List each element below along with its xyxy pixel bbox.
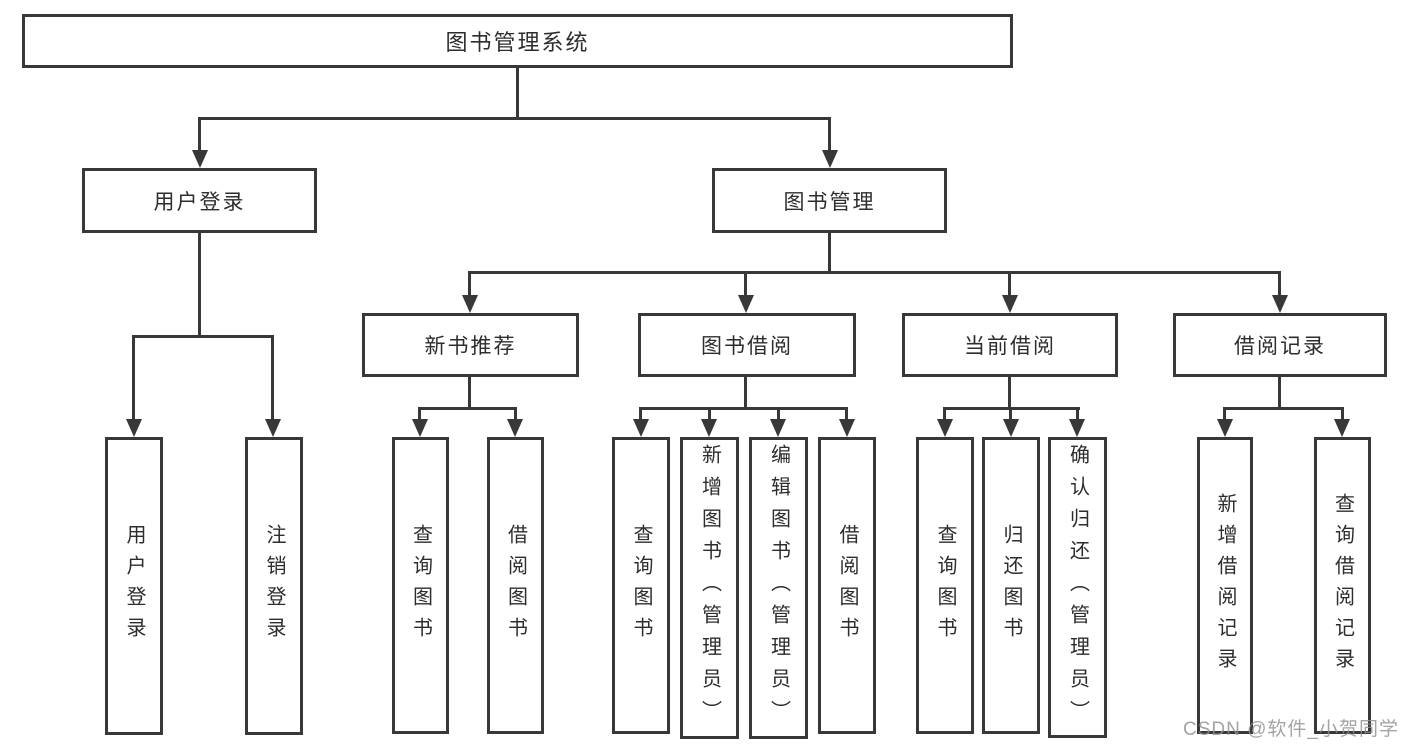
node-label: 借阅图书	[504, 523, 527, 648]
arrow-down-icon	[462, 295, 478, 313]
node-label: 新增图书（管理员）	[698, 444, 721, 732]
connector-v	[468, 377, 471, 410]
arrow-down-icon	[192, 150, 208, 168]
connector-h	[132, 335, 274, 338]
connector-v	[708, 407, 711, 419]
connector-v	[943, 407, 946, 419]
node-label: 编辑图书（管理员）	[767, 444, 790, 732]
connector-h	[468, 271, 1281, 274]
node-label: 注销登录	[263, 524, 285, 648]
connector-v	[639, 407, 642, 419]
node-new-book-recommend: 新书推荐	[362, 313, 579, 377]
arrow-down-icon	[839, 419, 855, 437]
connector-v	[828, 117, 831, 150]
connector-v	[744, 377, 747, 410]
node-label: 查询图书	[934, 523, 956, 648]
node-leaf-cb-confirm-return-admin: 确认归还（管理员）	[1048, 437, 1107, 738]
node-label: 查询借阅记录	[1331, 492, 1354, 679]
connector-v	[132, 335, 135, 419]
connector-v	[1008, 377, 1011, 410]
connector-v	[1076, 407, 1079, 419]
arrow-down-icon	[1334, 419, 1350, 437]
connector-v	[1008, 271, 1011, 295]
connector-v	[828, 233, 831, 274]
node-label: 新书推荐	[424, 335, 517, 358]
node-leaf-nb-borrow-book: 借阅图书	[487, 437, 544, 734]
node-leaf-bb-query-book: 查询图书	[612, 437, 670, 734]
node-label: 用户登录	[123, 524, 145, 648]
node-label: 图书管理系统	[445, 30, 590, 55]
node-leaf-bb-add-book-admin: 新增图书（管理员）	[680, 437, 739, 739]
node-label: 借阅记录	[1234, 335, 1326, 358]
connector-v	[198, 117, 201, 150]
connector-v	[1009, 407, 1012, 419]
arrow-down-icon	[1002, 295, 1018, 313]
node-leaf-logout: 注销登录	[245, 437, 303, 735]
connector-v	[198, 233, 201, 338]
node-leaf-cb-query-book: 查询图书	[916, 437, 974, 734]
connector-v	[418, 407, 421, 419]
connector-h	[639, 407, 848, 410]
node-label: 查询图书	[630, 523, 652, 648]
connector-h	[1223, 407, 1344, 410]
connector-v	[1278, 271, 1281, 295]
node-root-library-system: 图书管理系统	[22, 14, 1013, 68]
csdn-watermark: CSDN @软件_小贺同学	[1183, 719, 1399, 740]
arrow-down-icon	[937, 419, 953, 437]
arrow-down-icon	[412, 419, 428, 437]
connector-v	[845, 407, 848, 419]
node-leaf-br-query-record: 查询借阅记录	[1314, 437, 1371, 734]
connector-h	[418, 407, 517, 410]
node-leaf-bb-edit-book-admin: 编辑图书（管理员）	[749, 437, 808, 739]
connector-v	[1278, 377, 1281, 410]
node-label: 确认归还（管理员）	[1066, 443, 1089, 732]
connector-v	[744, 271, 747, 295]
node-label: 用户登录	[153, 190, 246, 214]
node-leaf-cb-return-book: 归还图书	[982, 437, 1040, 734]
arrow-down-icon	[126, 419, 142, 437]
connector-v	[271, 335, 274, 419]
arrow-down-icon	[1217, 419, 1233, 437]
connector-v	[1341, 407, 1344, 419]
arrow-down-icon	[633, 419, 649, 437]
node-label: 图书借阅	[701, 335, 793, 358]
node-leaf-bb-borrow-book: 借阅图书	[818, 437, 876, 734]
node-label: 图书管理	[783, 190, 876, 214]
connector-v	[1223, 407, 1226, 419]
node-book-management: 图书管理	[712, 168, 947, 233]
connector-v	[516, 68, 519, 119]
arrow-down-icon	[1003, 419, 1019, 437]
node-book-borrow: 图书借阅	[638, 313, 856, 377]
node-leaf-user-login: 用户登录	[105, 437, 163, 735]
node-current-borrow: 当前借阅	[902, 313, 1118, 377]
arrow-down-icon	[738, 295, 754, 313]
node-label: 查询图书	[409, 523, 432, 648]
arrow-down-icon	[507, 419, 523, 437]
connector-v	[514, 407, 517, 419]
node-label: 新增借阅记录	[1214, 492, 1236, 679]
arrow-down-icon	[265, 419, 281, 437]
arrow-down-icon	[701, 419, 717, 437]
arrow-down-icon	[1272, 295, 1288, 313]
node-label: 当前借阅	[964, 335, 1056, 358]
node-label: 借阅图书	[836, 523, 858, 648]
arrow-down-icon	[822, 150, 838, 168]
node-label: 归还图书	[1000, 523, 1022, 648]
node-leaf-br-add-record: 新增借阅记录	[1197, 437, 1253, 734]
arrow-down-icon	[1069, 419, 1085, 437]
connector-v	[468, 271, 471, 295]
arrow-down-icon	[770, 419, 786, 437]
connector-h	[198, 117, 831, 120]
connector-v	[777, 407, 780, 419]
node-borrow-record: 借阅记录	[1173, 313, 1387, 377]
node-user-login: 用户登录	[82, 168, 317, 233]
node-leaf-nb-query-book: 查询图书	[392, 437, 449, 734]
